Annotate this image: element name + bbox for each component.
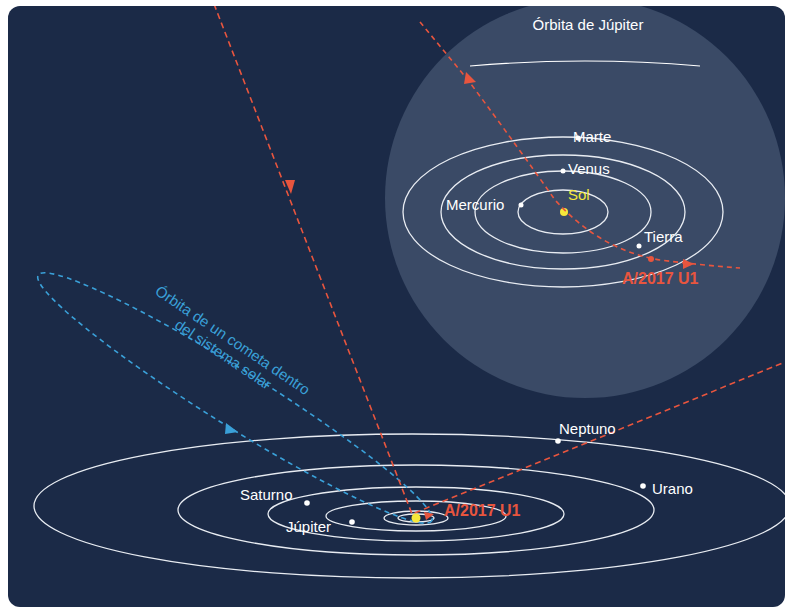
sun xyxy=(412,514,421,523)
outer-planets xyxy=(304,438,646,525)
planet-label: Venus xyxy=(568,160,610,177)
comet-orbit xyxy=(23,251,446,544)
outer-orbits xyxy=(34,434,785,578)
main-trajectory xyxy=(214,6,785,514)
orbit-label: Órbita de Júpiter xyxy=(518,16,658,33)
object-dot xyxy=(648,256,654,262)
planet-label: Neptuno xyxy=(559,420,616,437)
inset-circle xyxy=(385,6,785,398)
arrowhead xyxy=(225,423,238,434)
sun-label: Sol xyxy=(568,186,590,203)
jupiter-orbit-arc xyxy=(470,61,700,66)
inset-trajectory xyxy=(420,22,740,268)
planet-label: Urano xyxy=(652,480,693,497)
arrowhead xyxy=(464,72,476,84)
inner-orbits xyxy=(403,137,723,287)
arrowhead xyxy=(683,259,694,269)
arrowhead xyxy=(285,180,295,194)
planet-label: Tierra xyxy=(644,228,683,245)
arrowhead xyxy=(424,512,434,520)
object-label: A/2017 U1 xyxy=(444,502,521,520)
planet-label: Mercurio xyxy=(446,196,504,213)
inner-planets xyxy=(519,136,642,249)
planet-label: Marte xyxy=(573,128,611,145)
planet-label: Júpiter xyxy=(286,518,331,535)
object-label: A/2017 U1 xyxy=(622,270,699,288)
planet-label: Saturno xyxy=(240,486,293,503)
